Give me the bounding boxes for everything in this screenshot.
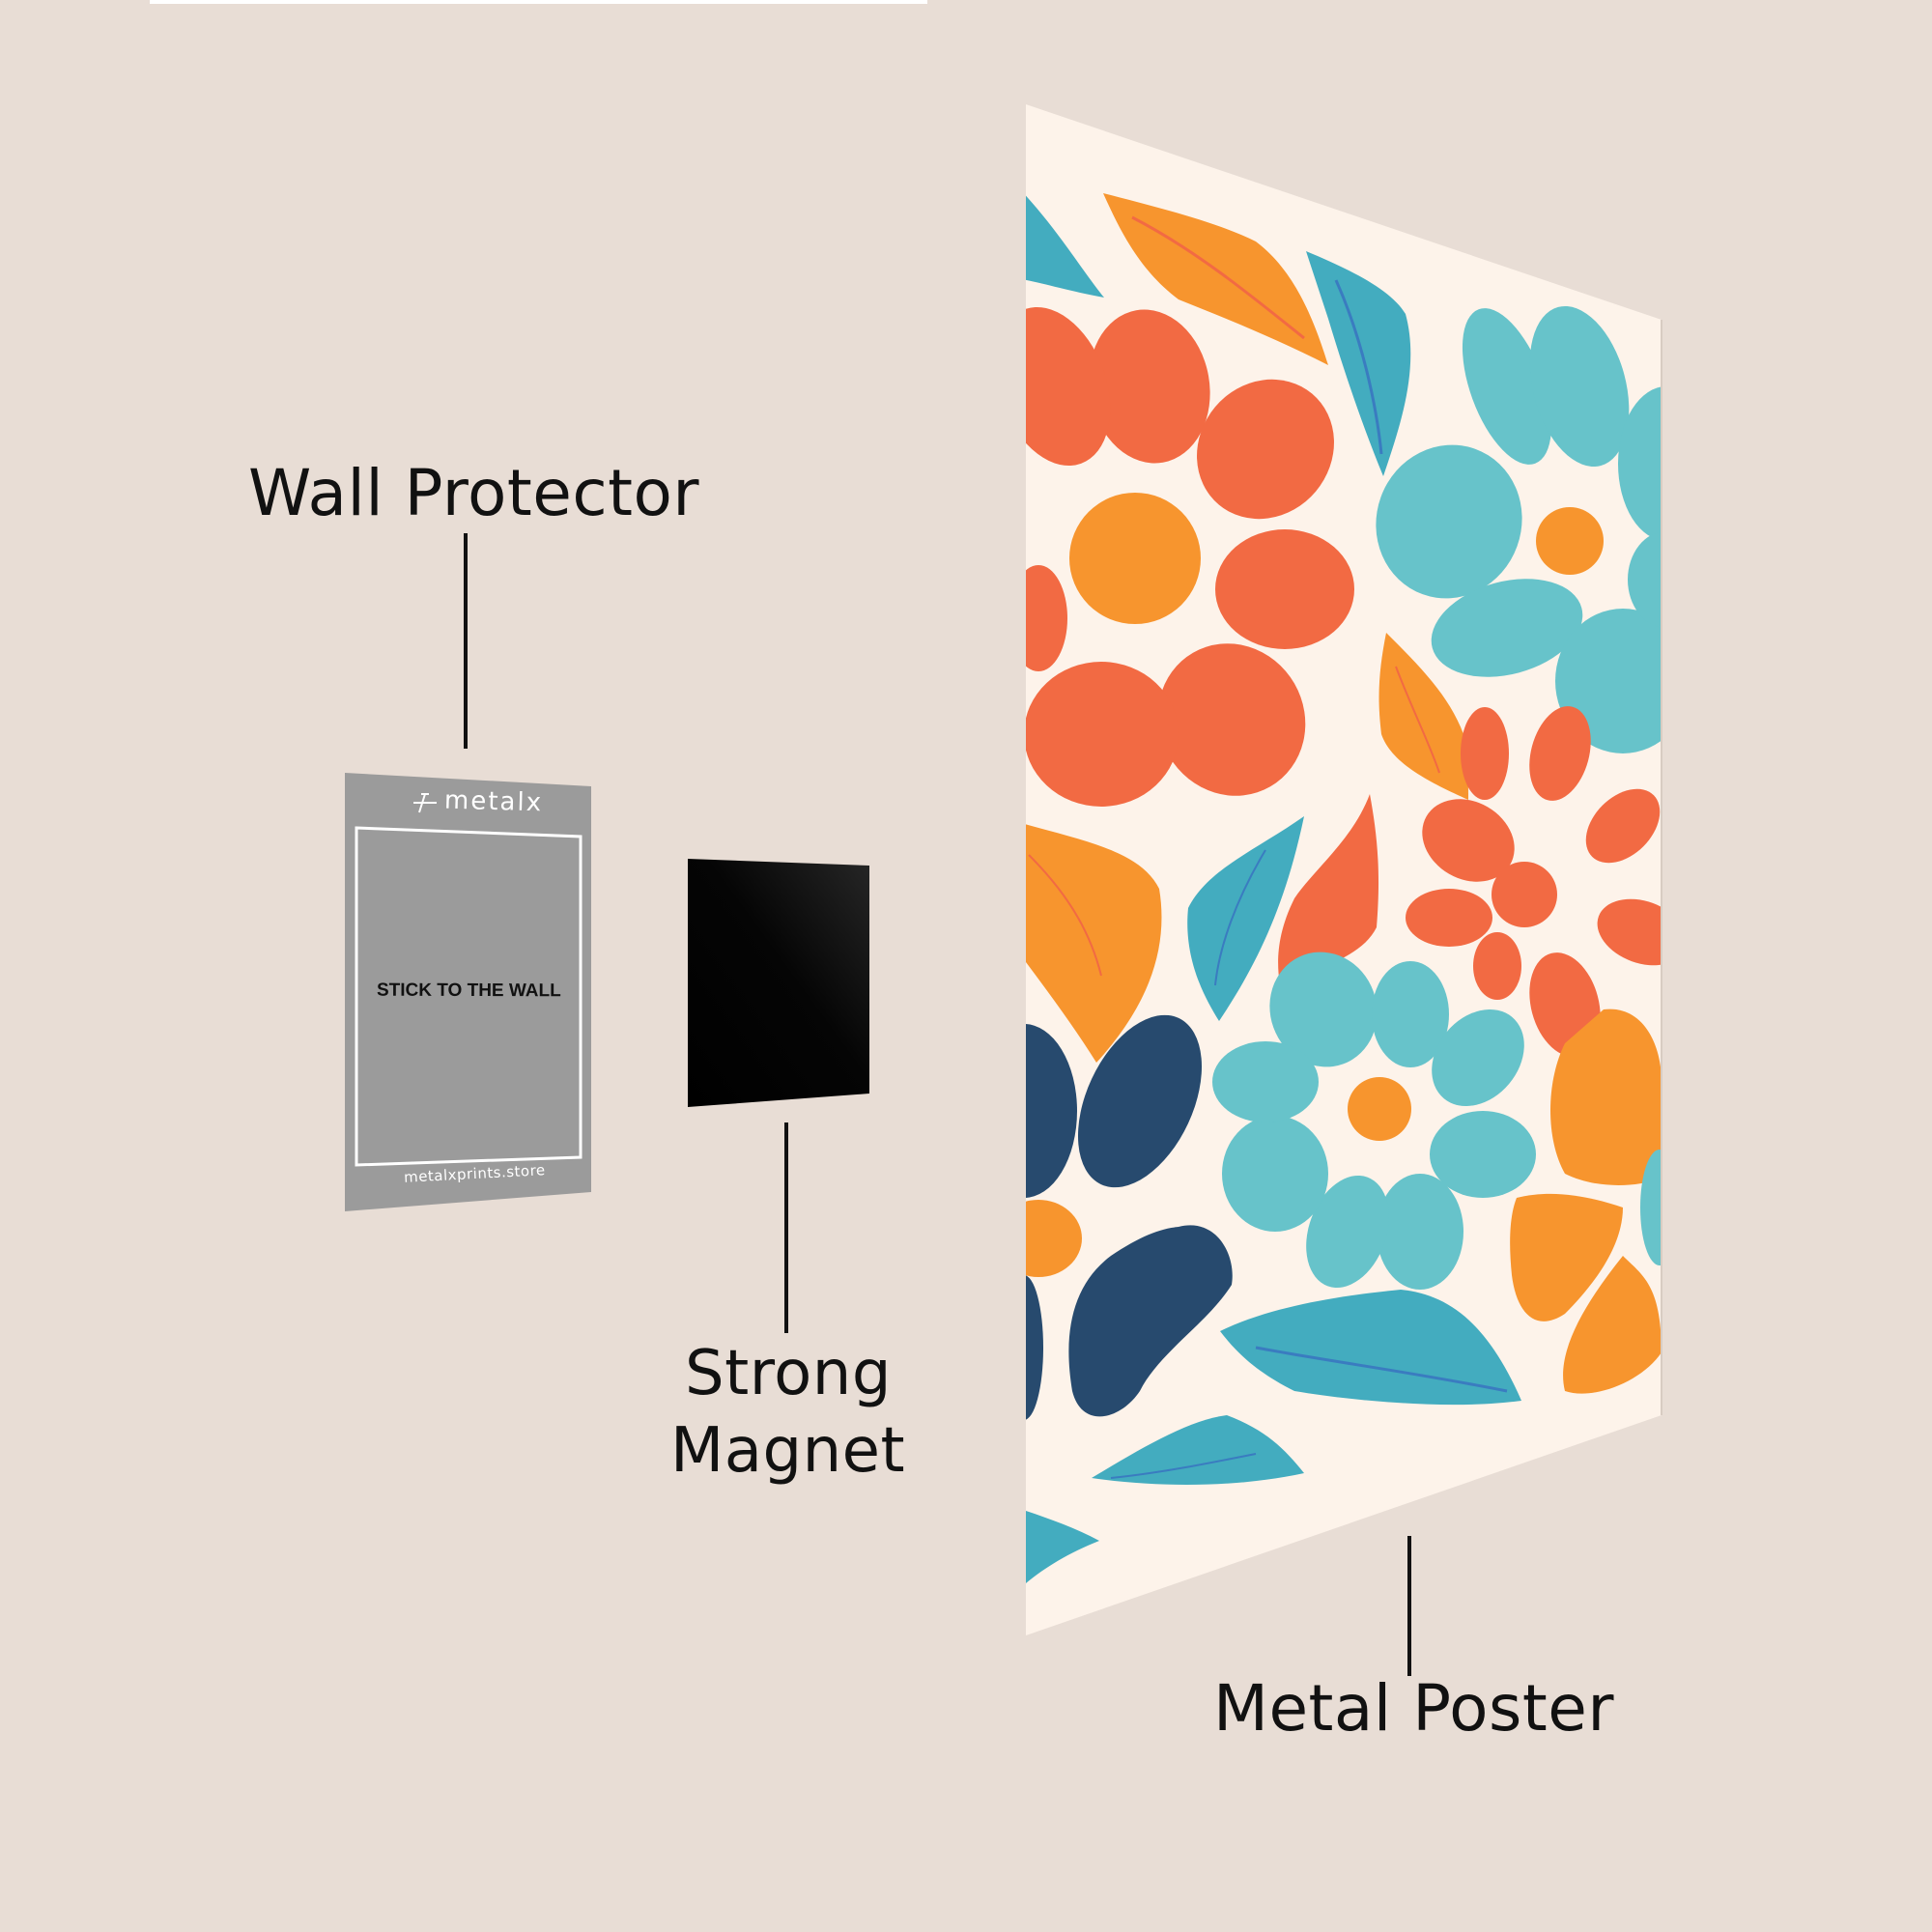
top-edge-strip	[150, 0, 927, 4]
strong-magnet-label-line2: Magnet	[670, 1415, 906, 1487]
magnet-leader-line	[784, 1122, 788, 1333]
strong-magnet-label-line1: Strong	[685, 1338, 892, 1409]
metal-poster-label: Metal Poster	[1213, 1671, 1615, 1746]
wall-protector-leader-line	[464, 533, 468, 749]
metalx-logo-icon	[413, 793, 437, 813]
metal-poster-leader-line	[1407, 1536, 1411, 1676]
wall-protector-label: Wall Protector	[248, 456, 700, 530]
